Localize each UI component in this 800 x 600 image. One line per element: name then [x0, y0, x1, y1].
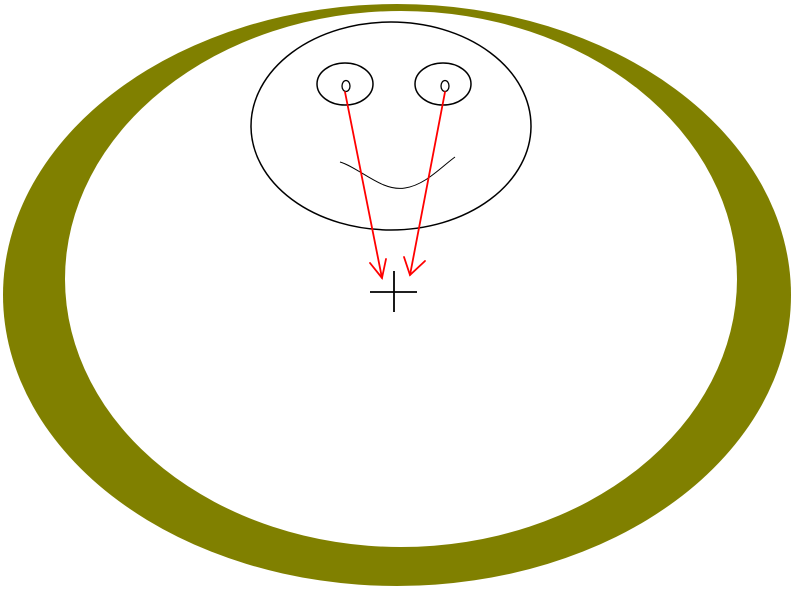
right-arrowhead	[403, 256, 426, 277]
left-gaze-arrow	[344, 91, 387, 281]
left-eye	[316, 62, 374, 106]
left-arrowhead	[369, 258, 387, 281]
gaze-arrows	[344, 91, 446, 281]
face-outline	[250, 21, 532, 231]
right-arrow-shaft	[409, 91, 446, 276]
right-pupil	[440, 79, 450, 93]
left-eye-outline	[316, 62, 374, 106]
crosshair	[370, 271, 417, 312]
left-pupil	[341, 79, 351, 93]
right-gaze-arrow	[403, 91, 446, 277]
smile-curve	[339, 156, 456, 189]
inner-ring-cutout	[65, 11, 737, 547]
outer-ring	[3, 4, 791, 586]
left-arrow-shaft	[344, 91, 383, 279]
